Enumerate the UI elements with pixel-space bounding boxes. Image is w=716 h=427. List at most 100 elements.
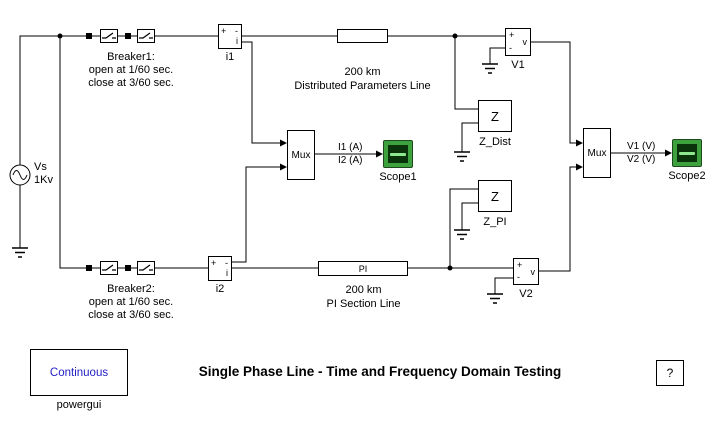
- breaker-switch-icon: [139, 32, 153, 39]
- plus-port-label: +: [221, 26, 227, 36]
- junction-dot: [452, 33, 458, 39]
- wire-v1-to-mux2: [531, 41, 580, 144]
- block-label-powergui: powergui: [56, 399, 102, 411]
- signal-label-v1: V1 (V): [627, 141, 656, 152]
- mux2-block[interactable]: Mux: [583, 128, 611, 178]
- voltage-port-label: v: [522, 37, 528, 47]
- scope-screen: [388, 145, 408, 163]
- wire-zdist-to-ground: [461, 122, 478, 152]
- sine-wave-icon: [12, 170, 28, 180]
- block-label-scope1: Scope1: [379, 171, 417, 183]
- distributed-line-block[interactable]: [337, 29, 388, 43]
- source-label: Vs 1Kv: [34, 161, 70, 187]
- voltage-measure-v1-block[interactable]: + - v: [505, 28, 531, 56]
- scope-trace: [390, 153, 406, 157]
- breaker1-annotation-line1: Breaker1:: [107, 51, 155, 63]
- current-port-label: i: [236, 36, 238, 46]
- minus-port-label: -: [235, 26, 238, 36]
- wire-zpi-to-ground: [461, 202, 478, 230]
- junction-dot: [447, 265, 453, 271]
- breaker2-annotation-line2: open at 1/60 sec.: [88, 296, 174, 308]
- breaker-switch-icon: [102, 32, 116, 39]
- block-label-scope2: Scope2: [668, 170, 706, 182]
- wire-tap-to-zdist: [454, 36, 478, 110]
- scope-screen: [677, 144, 697, 162]
- wire-v2-to-ground: [494, 277, 513, 294]
- signal-label-scope1: I1 (A) I2 (A): [338, 141, 380, 167]
- pi-section-line-label: 200 km PI Section Line: [301, 283, 426, 311]
- breaker1-port-pad: [125, 33, 131, 39]
- powergui-block[interactable]: Continuous: [30, 349, 128, 396]
- wire-tap-to-zpi: [449, 188, 478, 268]
- arrowhead-icon: [280, 163, 287, 171]
- pi-section-line-block[interactable]: PI: [318, 261, 408, 276]
- breaker1-annotation: Breaker1: open at 1/60 sec. close at 3/6…: [66, 51, 196, 90]
- breaker1-block-b[interactable]: [137, 29, 155, 43]
- ground-symbol[interactable]: [487, 293, 503, 304]
- voltage-measure-v2-block[interactable]: + - v: [513, 258, 539, 285]
- breaker1-annotation-line2: open at 1/60 sec.: [88, 64, 174, 76]
- signal-label-v2: V2 (V): [627, 154, 656, 165]
- breaker2-block-b[interactable]: [137, 261, 155, 275]
- wire-v1-to-ground: [489, 47, 505, 64]
- scope1-block[interactable]: [383, 140, 413, 168]
- breaker2-annotation: Breaker2: open at 1/60 sec. close at 3/6…: [66, 283, 196, 322]
- arrowhead-icon: [665, 149, 672, 157]
- breaker-switch-icon: [102, 264, 116, 271]
- minus-port-label: -: [225, 258, 228, 268]
- model-title: Single Phase Line - Time and Frequency D…: [198, 364, 562, 379]
- ground-symbol[interactable]: [454, 229, 470, 240]
- breaker2-annotation-line3: close at 3/60 sec.: [88, 309, 174, 321]
- ground-symbol[interactable]: [482, 63, 498, 74]
- block-label-i2: i2: [215, 283, 225, 295]
- block-label-i1: i1: [225, 51, 235, 63]
- wire-i1-to-mux1: [242, 41, 281, 144]
- help-block[interactable]: ?: [656, 360, 684, 386]
- z-dist-block[interactable]: Z: [478, 100, 512, 132]
- breaker2-annotation-line1: Breaker2:: [107, 283, 155, 295]
- mux1-block[interactable]: Mux: [287, 130, 315, 180]
- arrowhead-icon: [280, 139, 287, 147]
- ground-symbol[interactable]: [454, 151, 470, 162]
- distributed-line-label-line2: Distributed Parameters Line: [294, 80, 431, 92]
- junction-dot: [57, 33, 63, 39]
- wire-bus-to-i2: [59, 36, 208, 269]
- signal-label-i2: I2 (A): [338, 155, 363, 166]
- plus-port-label: +: [211, 258, 217, 268]
- ac-source-block[interactable]: [9, 164, 31, 186]
- breaker1-port-pad: [86, 33, 92, 39]
- pi-line-label-line2: PI Section Line: [326, 298, 401, 310]
- current-port-label: i: [226, 268, 228, 278]
- current-measure-i1-block[interactable]: + - i: [218, 24, 242, 49]
- arrowhead-icon: [576, 139, 583, 147]
- arrowhead-icon: [376, 150, 383, 158]
- signal-label-i1: I1 (A): [338, 142, 363, 153]
- distributed-line-label-line1: 200 km: [344, 66, 381, 78]
- block-label-v2: V2: [519, 288, 533, 300]
- voltage-port-label: v: [530, 267, 536, 277]
- source-label-line1: Vs: [34, 161, 47, 173]
- scope2-block[interactable]: [672, 139, 702, 167]
- scope-trace: [679, 152, 695, 156]
- arrowhead-icon: [576, 163, 583, 171]
- breaker1-block-a[interactable]: [100, 29, 118, 43]
- minus-port-label: -: [509, 43, 512, 53]
- breaker2-block-a[interactable]: [100, 261, 118, 275]
- minus-port-label: -: [517, 272, 520, 282]
- wire-v2-to-mux2: [539, 166, 580, 272]
- current-measure-i2-block[interactable]: + - i: [208, 256, 232, 281]
- signal-label-scope2: V1 (V) V2 (V): [627, 140, 669, 166]
- breaker2-port-pad: [125, 265, 131, 271]
- plus-port-label: +: [509, 30, 515, 40]
- breaker2-port-pad: [86, 265, 92, 271]
- block-label-z-dist: Z_Dist: [479, 136, 511, 148]
- block-label-z-pi: Z_PI: [483, 216, 507, 228]
- source-label-line2: 1Kv: [34, 174, 53, 186]
- distributed-line-label: 200 km Distributed Parameters Line: [290, 65, 435, 93]
- breaker1-annotation-line3: close at 3/60 sec.: [88, 77, 174, 89]
- z-pi-block[interactable]: Z: [478, 180, 512, 212]
- block-label-v1: V1: [511, 59, 525, 71]
- ground-symbol[interactable]: [12, 247, 28, 258]
